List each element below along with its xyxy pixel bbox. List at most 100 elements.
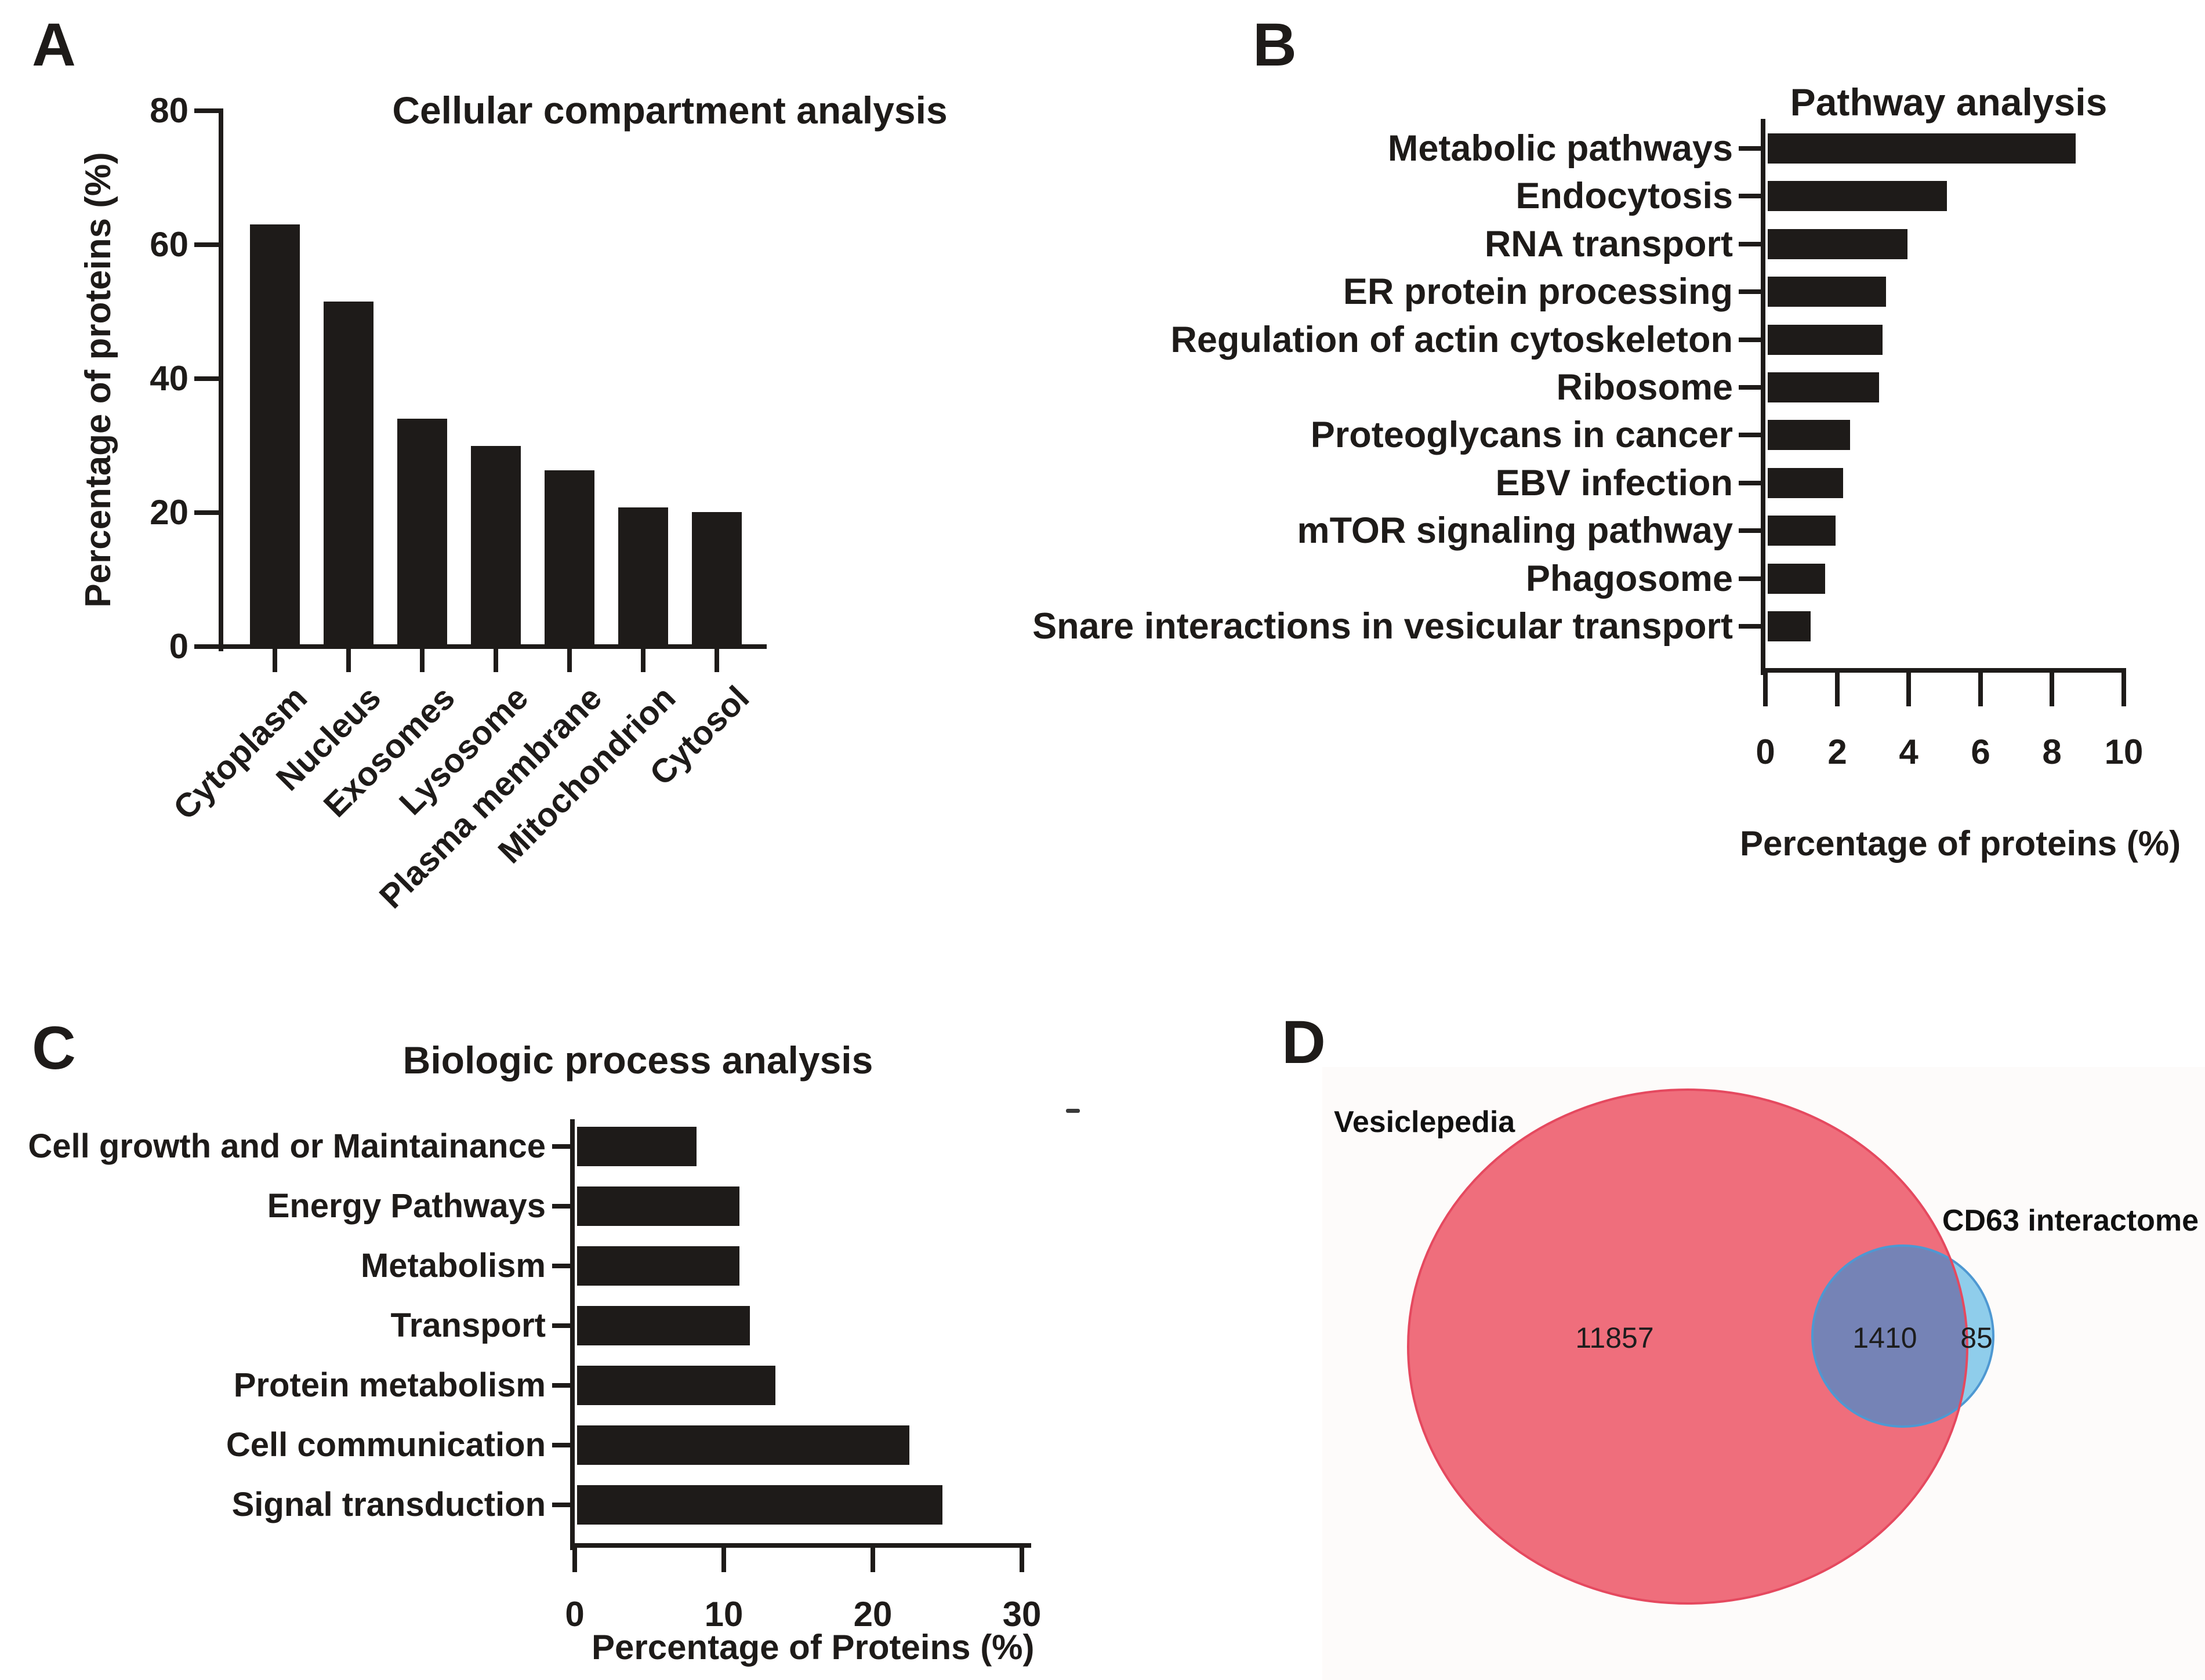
category-label: Metabolic pathways: [1387, 128, 1733, 169]
category-label: Proteoglycans in cancer: [1310, 415, 1733, 455]
y-tick-label: 20: [150, 493, 188, 532]
x-axis: [570, 1543, 1031, 1548]
bar: [577, 1246, 739, 1286]
category-tick: [552, 1264, 570, 1268]
panel-a-letter: A: [32, 11, 76, 79]
venn-diagram: Vesiclepedia CD63 interactome 11857 1410…: [1322, 1067, 2205, 1680]
category-tick: [552, 1323, 570, 1328]
bar: [1768, 420, 1850, 450]
x-tick-label: 4: [1899, 732, 1919, 771]
category-label: Snare interactions in vesicular transpor…: [1032, 606, 1733, 647]
venn-left-circle: [1408, 1090, 1967, 1603]
bar: [1768, 468, 1843, 498]
bar: [1768, 611, 1811, 641]
x-tick: [1763, 673, 1768, 706]
y-tick-label: 80: [150, 91, 188, 130]
x-tick-label: 2: [1827, 732, 1847, 771]
category-tick: [1739, 338, 1761, 342]
x-tick: [721, 1548, 726, 1572]
venn-right-circle-outline: [1811, 1244, 1994, 1428]
bar: [577, 1425, 909, 1465]
category-label: Signal transduction: [231, 1486, 546, 1523]
bar: [1768, 516, 1836, 546]
bar: [324, 302, 373, 647]
venn-left-set-label: Vesiclepedia: [1334, 1105, 1515, 1139]
bar: [1768, 372, 1879, 402]
panel-c-title: Biologic process analysis: [402, 1039, 873, 1082]
panel-d-letter: D: [1282, 1008, 1326, 1076]
category-tick: [1739, 194, 1761, 198]
venn-right-set-label: CD63 interactome: [1942, 1204, 2199, 1238]
x-tick: [420, 649, 425, 672]
venn-left-circle-outline: [1407, 1088, 1968, 1605]
y-axis: [1761, 119, 1765, 675]
bar: [1768, 277, 1886, 307]
x-tick: [346, 649, 351, 672]
category-tick: [1739, 146, 1761, 151]
category-label: Metabolism: [360, 1247, 546, 1285]
y-tick-label: 0: [169, 627, 188, 666]
x-tick: [572, 1548, 577, 1572]
category-label: Protein metabolism: [233, 1366, 546, 1404]
bar: [250, 224, 300, 647]
category-label: Endocytosis: [1515, 176, 1733, 216]
bar: [1768, 325, 1883, 355]
panel-b-x-axis-title: Percentage of proteins (%): [1740, 824, 2181, 863]
panel-b-title: Pathway analysis: [1790, 81, 2108, 124]
x-tick: [1906, 673, 1911, 706]
y-tick: [194, 242, 219, 247]
y-tick-label: 40: [150, 359, 188, 398]
venn-left-only-count: 11857: [1575, 1322, 1653, 1354]
x-tick: [1020, 1548, 1024, 1572]
x-tick: [1835, 673, 1840, 706]
bar: [692, 512, 742, 647]
bar: [618, 507, 668, 647]
bar: [577, 1366, 775, 1405]
x-tick: [715, 649, 719, 672]
bar: [397, 419, 447, 647]
panel-b-letter: B: [1253, 11, 1297, 79]
bar: [577, 1306, 750, 1345]
stray-dash-mark: [1066, 1109, 1080, 1113]
category-label: ER protein processing: [1343, 271, 1733, 312]
category-tick: [552, 1503, 570, 1507]
category-tick: [1739, 385, 1761, 390]
bar: [1768, 181, 1947, 211]
category-tick: [1739, 433, 1761, 437]
category-label: Transport: [390, 1307, 546, 1344]
bar: [577, 1485, 942, 1525]
panel-c-letter: C: [32, 1014, 76, 1082]
x-tick: [273, 649, 277, 672]
category-tick: [552, 1144, 570, 1149]
bar: [577, 1186, 739, 1226]
bar: [1768, 564, 1825, 594]
x-axis: [1761, 668, 2126, 673]
category-tick: [1739, 528, 1761, 533]
x-tick: [2121, 673, 2126, 706]
x-tick-label: 10: [2104, 732, 2144, 771]
y-tick-label: 60: [150, 225, 188, 264]
x-tick-label: 10: [704, 1595, 744, 1634]
category-label: Cell growth and or Maintainance: [28, 1127, 546, 1165]
y-axis: [570, 1119, 575, 1550]
category-tick: [552, 1443, 570, 1447]
panel-c-x-axis-title: Percentage of Proteins (%): [592, 1628, 1035, 1667]
x-tick-label: 20: [853, 1595, 893, 1634]
panel-a-title: Cellular compartment analysis: [392, 89, 948, 132]
category-label: Energy Pathways: [267, 1187, 546, 1225]
category-label: Cell communication: [226, 1426, 546, 1464]
y-tick: [194, 376, 219, 381]
venn-overlap-region: [1812, 1246, 1967, 1427]
x-tick: [1978, 673, 1983, 706]
y-tick: [194, 108, 219, 113]
bar: [1768, 229, 1907, 259]
y-axis: [219, 108, 223, 651]
venn-right-only-count: 85: [1960, 1322, 1993, 1354]
x-tick-label: 0: [565, 1595, 585, 1634]
category-label: Regulation of actin cytoskeleton: [1170, 320, 1733, 360]
category-tick: [1739, 576, 1761, 581]
y-tick: [194, 510, 219, 515]
x-tick: [871, 1548, 875, 1572]
category-label: RNA transport: [1484, 224, 1733, 264]
